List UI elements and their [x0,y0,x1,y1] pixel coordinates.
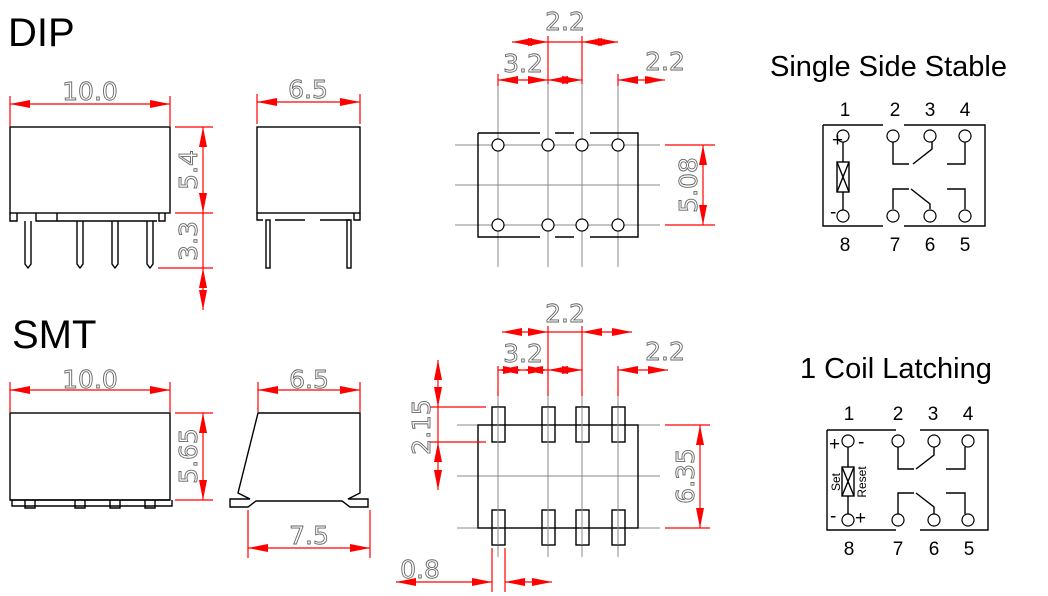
smt-length-dimension: 10.0 [9,365,171,412]
dimension-label: 2.2 [545,7,585,36]
dimension-label: 6.5 [288,75,328,104]
dimension-label: - [830,202,836,223]
pin-1: 1 [844,404,855,425]
pin-3: 3 [925,100,936,121]
dimension-label: 5.65 [174,428,203,484]
set-label: Set [829,472,843,491]
smt-label: SMT [12,313,96,357]
dimension-label: 3.2 [503,339,543,368]
dimension-label: 2.2 [645,47,685,76]
dimension-label: 3.2 [503,49,543,78]
pin-8: 8 [840,235,851,256]
single-side-stable-schematic: + - 1 2 3 4 8 7 6 5 [822,100,986,256]
smt-row-spacing-dimension: 6.35 [665,424,710,529]
reset-label: Reset [855,466,869,498]
dimension-label: 3.3 [174,221,203,261]
single-side-stable-title: Single Side Stable [770,51,1007,83]
dimension-label: 2.2 [545,299,585,328]
dimension-label: - [858,432,864,453]
smt-pad-length-dimension: 2.15 [407,360,486,490]
dimension-label: 2.15 [407,399,436,455]
pin-2: 2 [890,100,901,121]
dimension-label: + [855,508,866,529]
dimension-label: + [829,434,840,455]
coil-latching-schematic: + - - + Set Reset 1 2 3 4 8 7 6 5 [826,404,989,560]
smt-pitch-dimensions: 2.2 3.2 2.2 [497,299,685,396]
dip-side-view [256,126,361,269]
dip-length-dimension: 10.0 [9,77,171,126]
dip-row-spacing-dimension: 5.08 [665,144,715,226]
dimension-label: 7.5 [289,521,329,550]
pin-5: 5 [964,539,975,560]
pin-2: 2 [893,404,904,425]
dimension-label: 10.0 [62,365,118,394]
pin-4: 4 [960,100,971,121]
coil-latching-title: 1 Coil Latching [800,353,992,385]
dimension-label: 0.8 [400,555,440,584]
dip-width-dimension: 6.5 [256,75,361,124]
pin-7: 7 [890,235,901,256]
pin-5: 5 [960,235,971,256]
dip-height-dimension: 5.4 3.3 [158,126,213,310]
smt-footprint [457,395,660,557]
smt-height-dimension: 5.65 [174,412,213,501]
dimension-label: + [832,130,843,151]
dimension-label: 5.4 [174,150,203,190]
pin-4: 4 [963,404,974,425]
dip-label: DIP [8,11,75,55]
dimension-label: 6.35 [671,448,700,504]
dip-footprint [455,82,660,267]
smt-width-dimension: 6.5 [257,365,361,412]
pin-1: 1 [840,100,851,121]
dimension-label: 5.08 [674,157,703,213]
pin-3: 3 [928,404,939,425]
smt-front-view [9,412,173,509]
dimension-label: 6.5 [289,365,329,394]
dimension-label: 2.2 [645,337,685,366]
pin-6: 6 [925,235,936,256]
dip-front-view [9,126,171,270]
pin-8: 8 [844,539,855,560]
smt-pad-width-dimension: 0.8 [396,548,552,592]
dip-pitch-dimensions: 2.2 3.2 2.2 [497,7,685,86]
dimension-label: - [830,506,836,527]
smt-side-view [229,412,369,508]
pin-7: 7 [893,539,904,560]
dimension-label: 10.0 [62,77,118,106]
pin-6: 6 [929,539,940,560]
smt-foot-width-dimension: 7.5 [247,510,371,558]
